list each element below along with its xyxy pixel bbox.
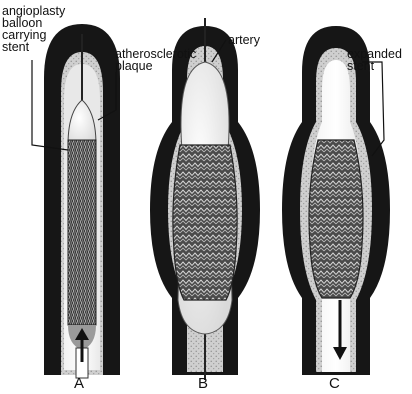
panel-label-a: A bbox=[74, 376, 84, 391]
label-expanded-stent: expanded stent bbox=[347, 48, 402, 72]
label-atherosclerotic-plaque: atherosclerotic plaque bbox=[115, 48, 196, 72]
label-angioplasty-balloon-stent: angioplasty balloon carrying stent bbox=[2, 5, 65, 53]
panel-label-c: C bbox=[329, 376, 340, 391]
label-artery: artery bbox=[228, 34, 260, 46]
panel-label-b: B bbox=[198, 376, 208, 391]
